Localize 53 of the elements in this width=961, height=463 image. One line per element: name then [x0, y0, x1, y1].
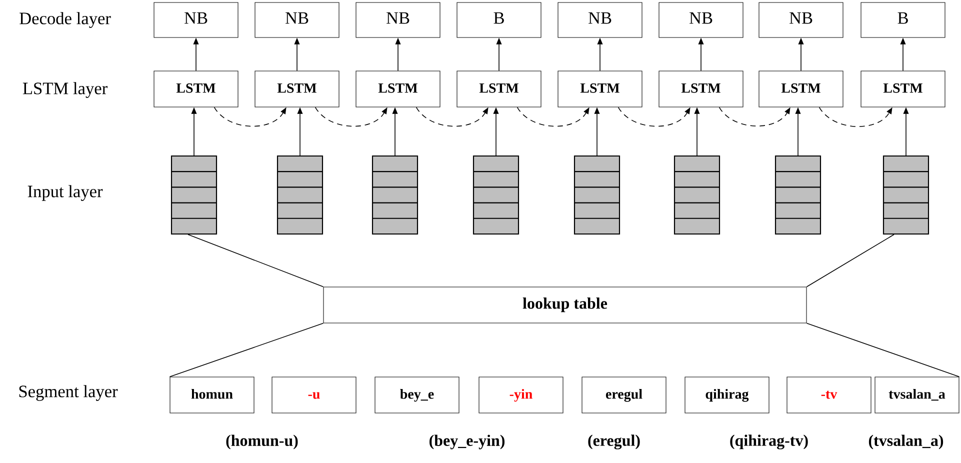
recurrent-arrow	[416, 106, 488, 127]
lstm-box: LSTM	[860, 70, 946, 108]
output-box: B	[456, 2, 542, 38]
output-box: NB	[658, 2, 744, 38]
word-label: (bey_e-yin)	[430, 434, 505, 450]
input-vector-stack	[882, 155, 930, 235]
input-vector-stack	[774, 155, 822, 235]
connector-line	[806, 234, 894, 288]
input-vector-stack	[674, 155, 720, 235]
lstm-box: LSTM	[658, 70, 744, 108]
input-vector-stack	[574, 155, 620, 235]
segment-box: -yin	[478, 376, 564, 414]
lstm-box: LSTM	[254, 70, 340, 108]
input-vector-stack	[170, 155, 218, 235]
word-label: (eregul)	[588, 434, 640, 450]
segment-box: bey_e	[374, 376, 460, 414]
connector-line	[806, 322, 960, 378]
segment-box: tvsalan_a	[874, 376, 960, 414]
word-label: (tvsalan_a)	[868, 434, 944, 450]
lstm-box: LSTM	[154, 70, 238, 108]
input-vector-stack	[472, 155, 520, 235]
recurrent-arrow	[516, 106, 590, 127]
segment-box: eregul	[582, 376, 666, 414]
layer-label: LSTM layer	[22, 82, 108, 98]
word-label: (homun-u)	[226, 434, 298, 450]
input-vector-stack	[276, 155, 324, 235]
layer-label: Input layer	[28, 185, 103, 201]
word-label: (qihirag-tv)	[730, 434, 808, 450]
output-box: NB	[558, 2, 642, 38]
connector-line	[188, 234, 324, 288]
layer-label: Decode layer	[20, 12, 111, 28]
segment-box: -u	[272, 376, 356, 414]
lstm-box: LSTM	[356, 70, 440, 108]
recurrent-arrow	[618, 106, 690, 127]
lstm-box: LSTM	[758, 70, 844, 108]
output-box: NB	[154, 2, 238, 38]
lstm-box: LSTM	[456, 70, 542, 108]
input-vector-stack	[372, 155, 418, 235]
lstm-box: LSTM	[558, 70, 642, 108]
recurrent-arrow	[314, 106, 388, 127]
recurrent-arrow	[818, 106, 892, 127]
recurrent-arrow	[718, 106, 790, 126]
lookup-table-box: lookup table	[323, 286, 807, 324]
output-box: NB	[758, 2, 844, 38]
output-box: NB	[254, 2, 340, 38]
connector-line	[169, 322, 324, 378]
layer-label: Segment layer	[19, 385, 118, 401]
segment-box: qihirag	[684, 376, 770, 414]
output-box: NB	[356, 2, 440, 38]
recurrent-arrow	[214, 106, 286, 127]
segment-box: homun	[170, 376, 254, 414]
segment-box: -tv	[786, 376, 872, 414]
output-box: B	[860, 2, 946, 38]
